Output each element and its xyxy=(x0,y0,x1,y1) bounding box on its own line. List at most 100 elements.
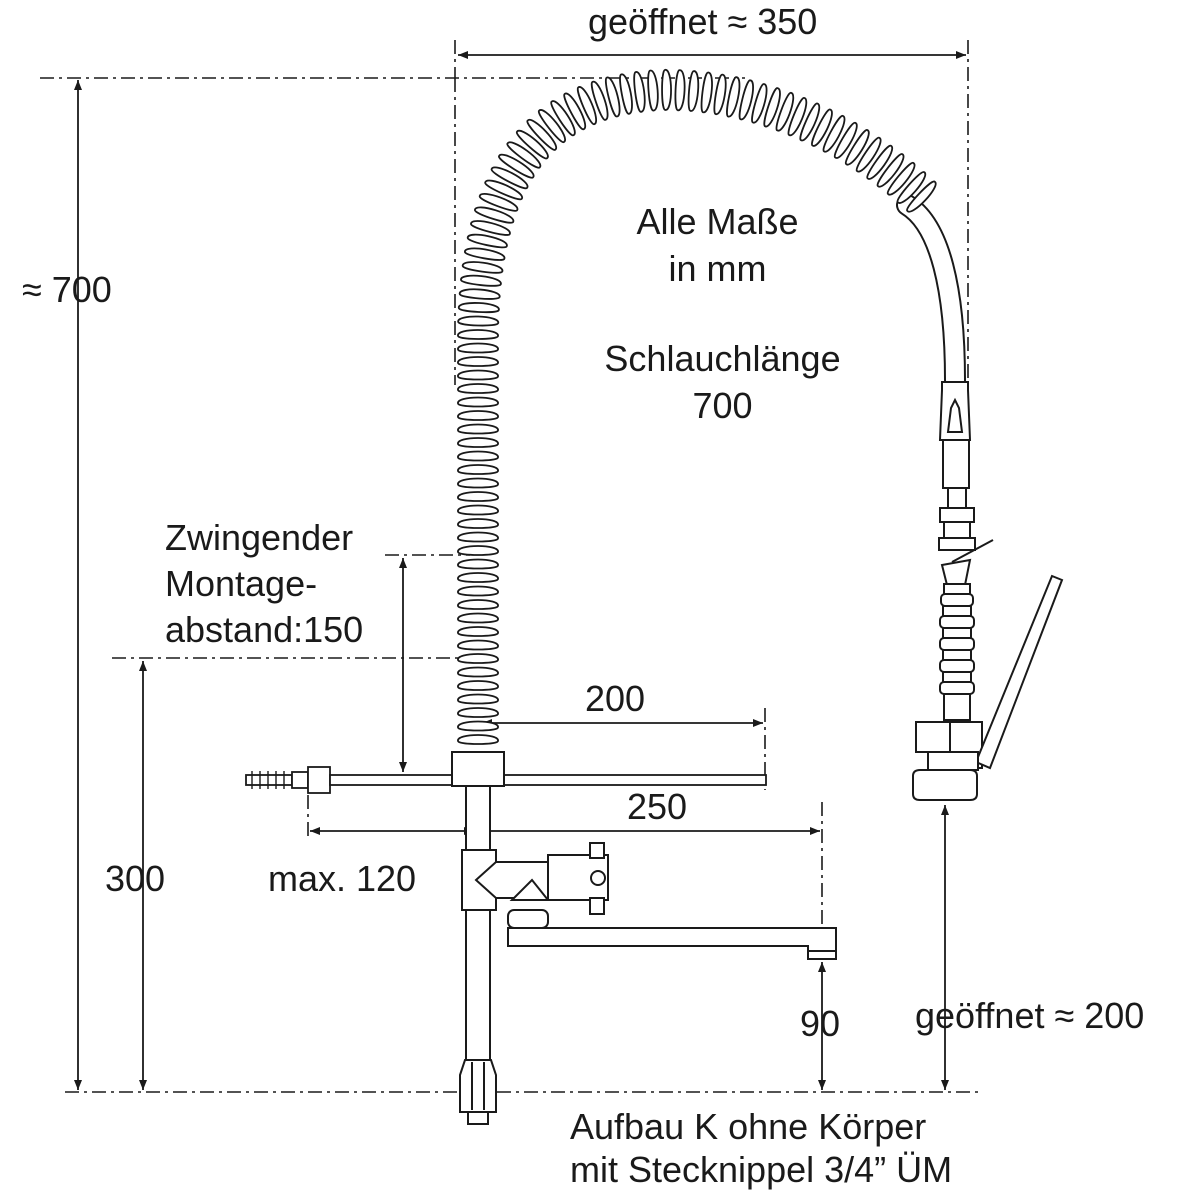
spring-turn xyxy=(457,383,499,394)
spring-turn xyxy=(457,410,499,421)
label-mount-line2: Montage- xyxy=(165,563,318,604)
spring-turn xyxy=(738,79,754,121)
spring-turn xyxy=(647,69,659,112)
spring-turn xyxy=(457,639,499,651)
spring-turn xyxy=(457,356,499,367)
spring-turn xyxy=(457,626,499,637)
label-hose-length-line2: 700 xyxy=(692,385,753,426)
spring-turn xyxy=(811,108,833,147)
spring-turn xyxy=(700,71,713,114)
spring-turn xyxy=(576,86,597,126)
label-units-line1: Alle Maße xyxy=(636,201,799,242)
spring-turn xyxy=(713,73,727,115)
spring-turn xyxy=(457,423,499,435)
spring-turn xyxy=(906,180,937,213)
spring-turn xyxy=(457,302,500,314)
spring-turn xyxy=(457,329,499,340)
spring-turn xyxy=(484,179,523,201)
spring-turn xyxy=(457,342,499,354)
footer-line1: Aufbau K ohne Körper xyxy=(570,1106,927,1147)
column xyxy=(451,751,505,1061)
spring-turn xyxy=(726,76,741,118)
spring-turn xyxy=(457,477,499,489)
label-width-open: geöffnet ≈ 350 xyxy=(588,1,818,42)
label-dim-200: 200 xyxy=(585,678,646,719)
spring-turn xyxy=(463,247,506,261)
spring-turn xyxy=(604,76,621,118)
label-dim-300: 300 xyxy=(105,858,166,899)
spring-turn xyxy=(457,599,499,610)
spring-turn xyxy=(466,233,508,249)
spring-turn xyxy=(833,121,858,159)
spring-turn xyxy=(590,81,609,121)
spring-turn xyxy=(457,666,499,678)
spring-turn xyxy=(619,73,633,115)
spring-turn xyxy=(498,153,535,179)
spring-turn xyxy=(855,136,882,173)
spring-turn xyxy=(799,102,820,141)
spring-turn xyxy=(460,274,502,287)
label-spray-open: geöffnet ≈ 200 xyxy=(915,995,1145,1036)
spring-turn xyxy=(550,100,576,137)
spring-turn xyxy=(478,193,519,212)
support-bar xyxy=(503,774,767,786)
spring-turn xyxy=(876,153,905,188)
label-mount-line3: abstand:150 xyxy=(165,609,364,650)
spring-turn xyxy=(457,464,499,475)
spring-turn xyxy=(457,531,499,543)
spring-turn xyxy=(457,720,499,732)
label-dim-250: 250 xyxy=(627,786,688,827)
spring-turn xyxy=(633,71,646,113)
spring-turn xyxy=(763,87,781,128)
footer-line2: mit Stecknippel 3/4” ÜM xyxy=(570,1149,953,1190)
spring-turn xyxy=(457,315,500,327)
spring-turn xyxy=(457,396,499,408)
spring-turn xyxy=(538,109,567,144)
spring-turn xyxy=(775,91,795,132)
spray-head xyxy=(912,381,1064,801)
spring-turn xyxy=(457,545,499,556)
spring-turn xyxy=(674,69,686,112)
dimension-arrows xyxy=(74,51,966,1090)
spring-turn xyxy=(457,504,499,516)
spring-turn xyxy=(661,68,672,111)
label-dim-max120: max. 120 xyxy=(268,858,417,899)
spring-turn xyxy=(457,491,499,502)
spring-turn xyxy=(457,572,499,583)
spring-turn xyxy=(457,450,499,462)
spring-turn xyxy=(458,288,501,300)
swivel-spout xyxy=(461,842,837,960)
spring-coil xyxy=(457,68,937,745)
spring-turn xyxy=(844,129,870,166)
spring-turn xyxy=(457,707,499,718)
spring-turn xyxy=(457,680,499,691)
spring-turn xyxy=(473,206,515,224)
label-mount-line1: Zwingender xyxy=(165,517,354,558)
spring-turn xyxy=(751,83,768,124)
spring-turn xyxy=(515,129,549,160)
label-units-line2: in mm xyxy=(668,248,767,289)
spring-turn xyxy=(457,653,499,664)
spring-turn xyxy=(457,734,499,745)
spring-turn xyxy=(866,144,894,180)
bottom-fitting xyxy=(459,1059,497,1125)
spring-turn xyxy=(896,171,927,204)
spring-turn xyxy=(457,518,499,529)
spring-turn xyxy=(457,558,499,570)
spring-turn xyxy=(457,437,499,448)
hose-connector xyxy=(245,766,453,794)
spring-turn xyxy=(526,119,558,151)
spring-turn xyxy=(563,92,587,131)
label-height-total: ≈ 700 xyxy=(22,269,112,310)
spring-turn xyxy=(457,693,499,705)
spring-turn xyxy=(461,261,504,274)
spring-turn xyxy=(787,96,808,136)
spring-turn xyxy=(490,166,529,190)
label-hose-length-line1: Schlauchlänge xyxy=(604,338,841,379)
spring-turn xyxy=(457,369,499,381)
spring-turn xyxy=(506,141,542,169)
spring-turn xyxy=(457,585,499,597)
spring-turn xyxy=(886,161,916,196)
label-dim-90: 90 xyxy=(800,1003,841,1044)
